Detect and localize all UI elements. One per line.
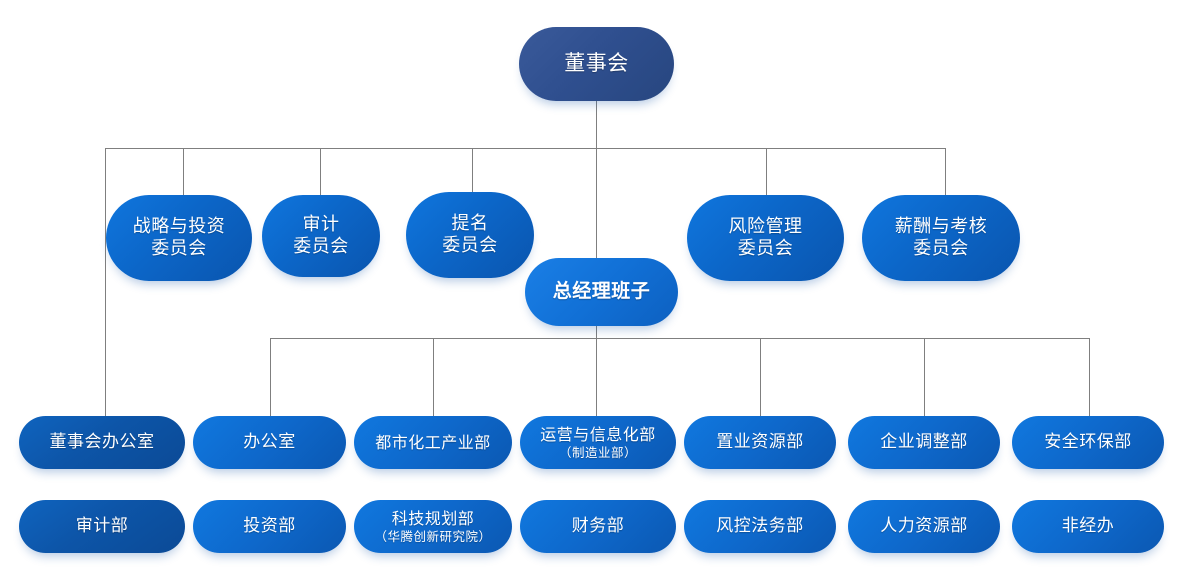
node-label: 总经理班子 [552,280,651,303]
node-dept-operations-informatization[interactable]: 运营与信息化部 （制造业部） [520,416,676,469]
node-dept-technology-planning[interactable]: 科技规划部 （华腾创新研究院） [354,500,512,553]
node-dept-enterprise-restructuring[interactable]: 企业调整部 [848,416,1000,469]
node-committee-nomination[interactable]: 提名 委员会 [406,192,534,278]
node-label-line1: 战略与投资 [132,216,226,238]
node-label-line2: 委员会 [293,236,349,257]
node-dept-audit[interactable]: 审计部 [19,500,185,553]
connector-drop-committee-3 [766,148,767,196]
node-dept-office[interactable]: 办公室 [193,416,346,469]
node-dept-human-resources[interactable]: 人力资源部 [848,500,1000,553]
connector-drop-dept-2 [433,338,434,416]
node-label-line1: 审计 [302,214,340,236]
node-label-line1: 置业资源部 [716,432,804,453]
connector-drop-dept-5 [924,338,925,416]
connector-drop-manager [596,148,597,258]
node-label-line1: 薪酬与考核 [894,216,988,238]
node-label-line2: （华腾创新研究院） [374,528,492,544]
node-dept-safety-environment[interactable]: 安全环保部 [1012,416,1164,469]
node-label-line1: 财务部 [571,516,625,537]
node-committee-risk-management[interactable]: 风险管理 委员会 [687,195,844,281]
node-board-of-directors[interactable]: 董事会 [519,27,674,101]
node-label-line1: 非经办 [1061,516,1115,537]
connector-drop-committee-2 [472,148,473,196]
node-dept-investment[interactable]: 投资部 [193,500,346,553]
node-label-line1: 企业调整部 [880,432,968,453]
connector-drop-committee-0 [183,148,184,196]
node-committee-strategy-investment[interactable]: 战略与投资 委员会 [106,195,252,281]
node-label-line1: 风控法务部 [716,516,804,537]
node-label-line2: 委员会 [737,238,794,259]
node-label-line1: 科技规划部 [391,509,475,529]
node-dept-urban-chemical-industry[interactable]: 都市化工产业部 [354,416,512,469]
node-label-line1: 运营与信息化部 [540,425,656,445]
node-dept-property-resources[interactable]: 置业资源部 [684,416,836,469]
node-label-line1: 投资部 [243,516,296,537]
node-label-line2: 委员会 [913,238,969,259]
node-committee-compensation-appraisal[interactable]: 薪酬与考核 委员会 [862,195,1020,281]
node-committee-audit[interactable]: 审计 委员会 [262,195,380,277]
node-label-line1: 安全环保部 [1044,432,1132,453]
node-label-line2: 委员会 [442,235,498,256]
node-label-line1: 都市化工产业部 [375,432,491,452]
connector-drop-dept-4 [760,338,761,416]
node-label-line1: 审计部 [75,516,129,537]
connector-drop-dept-3 [596,326,597,416]
node-label-line1: 风险管理 [728,216,803,238]
node-label: 董事会 [564,51,629,76]
node-label-line1: 董事会办公室 [49,432,155,453]
connector-drop-board-office [105,148,106,416]
node-dept-risk-control-legal[interactable]: 风控法务部 [684,500,836,553]
node-label-line1: 人力资源部 [880,516,968,537]
node-label-line1: 提名 [451,213,489,235]
node-label-line2: 委员会 [151,238,207,259]
connector-bus-committees [105,148,946,149]
connector-drop-committee-4 [945,148,946,196]
connector-drop-dept-6 [1089,338,1090,416]
connector-root-stem [596,100,597,148]
connector-drop-committee-1 [320,148,321,196]
node-dept-finance[interactable]: 财务部 [520,500,676,553]
node-dept-non-operating[interactable]: 非经办 [1012,500,1164,553]
connector-bus-departments [270,338,1090,339]
connector-drop-dept-1 [270,338,271,416]
node-general-manager-team[interactable]: 总经理班子 [525,258,678,326]
node-dept-board-office[interactable]: 董事会办公室 [19,416,185,469]
node-label-line1: 办公室 [243,432,296,453]
node-label-line2: （制造业部） [558,444,637,460]
